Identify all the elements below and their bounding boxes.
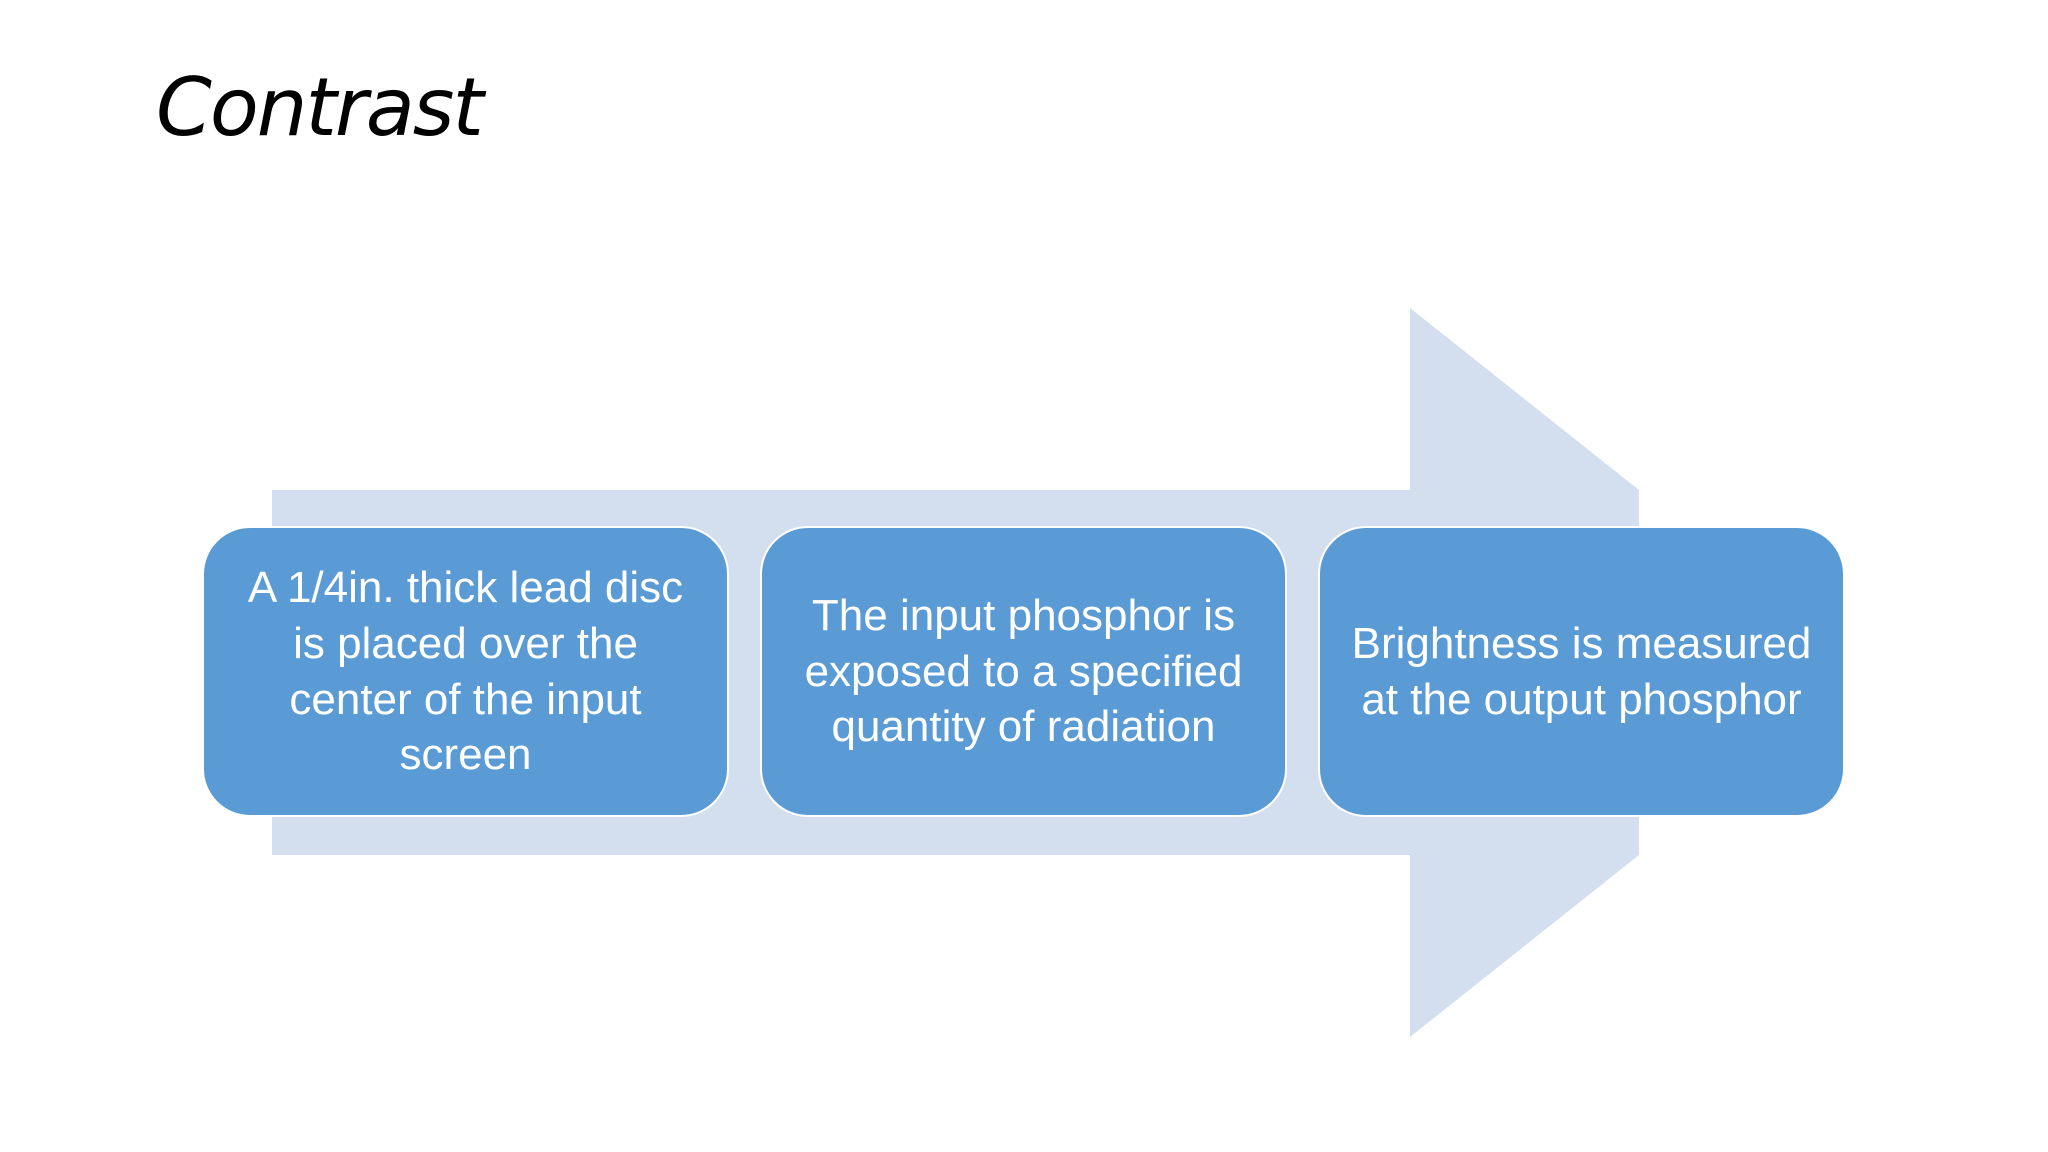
process-step-1: A 1/4in. thick lead disc is placed over … — [202, 526, 729, 817]
process-step-3: Brightness is measured at the output pho… — [1318, 526, 1845, 817]
slide-title: Contrast — [156, 61, 484, 154]
process-step-1-text: A 1/4in. thick lead disc is placed over … — [247, 562, 684, 780]
process-step-2-text: The input phosphor is exposed to a speci… — [804, 590, 1243, 752]
process-step-2: The input phosphor is exposed to a speci… — [760, 526, 1287, 817]
process-step-3-text: Brightness is measured at the output pho… — [1351, 618, 1812, 724]
